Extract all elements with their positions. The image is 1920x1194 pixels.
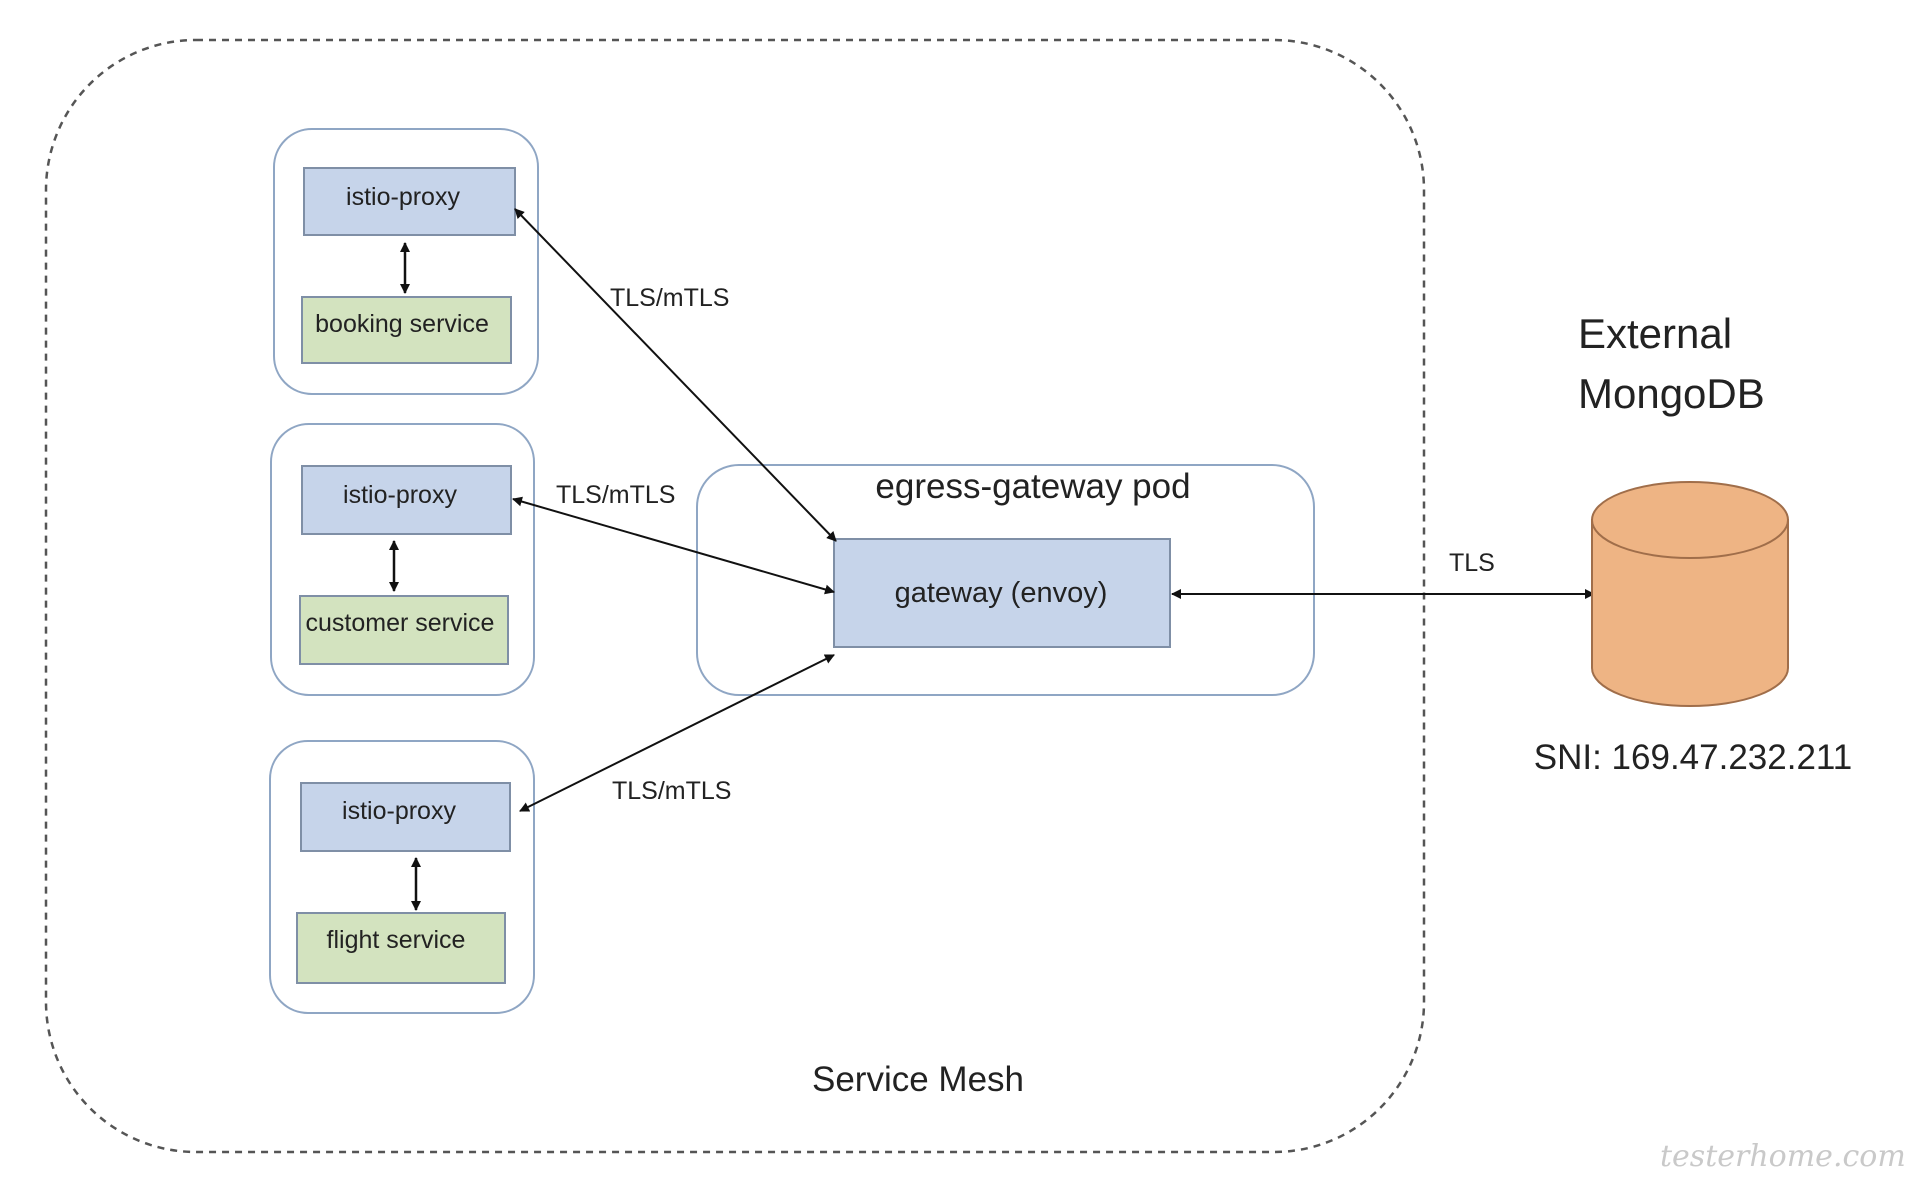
flight-service-box	[296, 912, 506, 984]
mongodb-cylinder-icon	[1591, 481, 1789, 707]
external-title-line2: MongoDB	[1578, 370, 1765, 417]
watermark-text: testerhome.com	[1660, 1139, 1906, 1174]
booking-service-box	[301, 296, 512, 364]
flight-link-label: TLS/mTLS	[612, 777, 731, 805]
egress-gateway-pod: egress-gateway pod gateway (envoy)	[696, 464, 1315, 696]
external-title-line1: External	[1578, 310, 1732, 357]
booking-service-label: booking service	[315, 310, 489, 338]
istio-proxy-label: istio-proxy	[343, 481, 457, 509]
customer-service-label: customer service	[306, 609, 495, 637]
gateway-envoy-box	[833, 538, 1171, 648]
booking-pod: istio-proxy booking service	[273, 128, 539, 395]
booking-link-label: TLS/mTLS	[610, 284, 729, 312]
customer-service-box	[299, 595, 509, 665]
istio-proxy-box	[301, 465, 512, 535]
flight-pod: istio-proxy flight service	[269, 740, 535, 1014]
cylinder-top	[1591, 481, 1789, 559]
flight-service-label: flight service	[327, 926, 466, 954]
egress-pod-label: egress-gateway pod	[875, 467, 1190, 506]
customer-pod: istio-proxy customer service	[270, 423, 535, 696]
istio-proxy-box	[303, 167, 516, 236]
cylinder-body	[1591, 519, 1789, 707]
customer-link-label: TLS/mTLS	[556, 481, 675, 509]
flight-gateway-link	[519, 654, 835, 812]
service-mesh-label: Service Mesh	[812, 1060, 1024, 1099]
gateway-envoy-label: gateway (envoy)	[895, 577, 1108, 609]
istio-proxy-label: istio-proxy	[342, 797, 456, 825]
istio-proxy-label: istio-proxy	[346, 183, 460, 211]
customer-gateway-link	[512, 496, 835, 595]
istio-proxy-box	[300, 782, 511, 852]
external-link-label: TLS	[1449, 549, 1495, 577]
sni-label: SNI: 169.47.232.211	[1534, 738, 1853, 777]
booking-gateway-link	[514, 208, 837, 542]
